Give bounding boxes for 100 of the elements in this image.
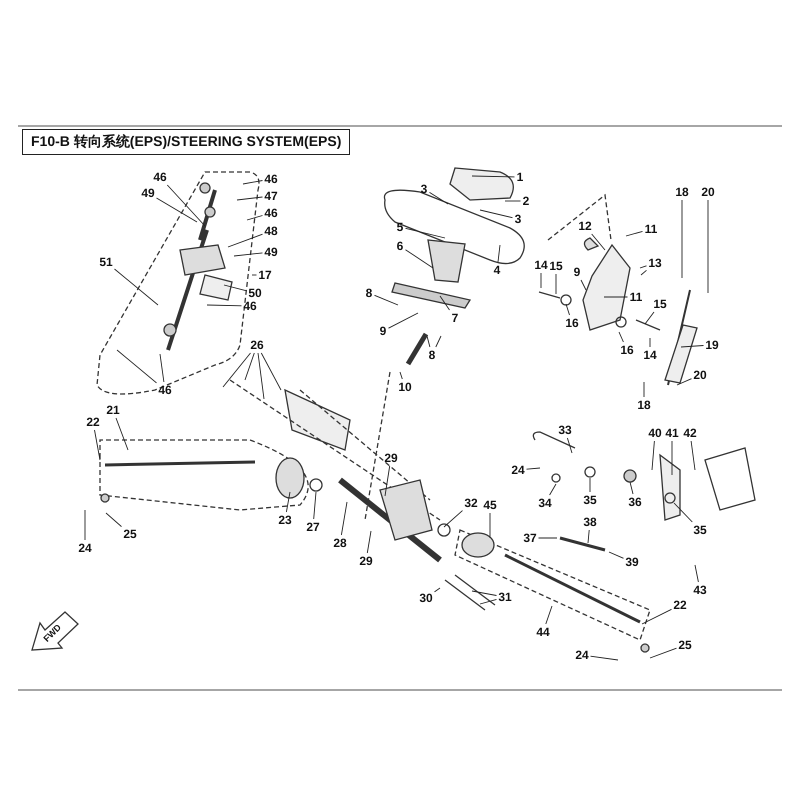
callout-number: 16 bbox=[564, 316, 580, 330]
leader-line bbox=[604, 296, 628, 298]
leader-line bbox=[206, 304, 242, 306]
leader-line bbox=[405, 249, 434, 268]
leader-line bbox=[166, 184, 206, 226]
leader-line bbox=[640, 270, 647, 276]
leader-line bbox=[242, 180, 263, 184]
leader-line bbox=[258, 352, 264, 400]
callout-number: 39 bbox=[624, 555, 640, 569]
leader-line bbox=[234, 252, 263, 256]
leader-line bbox=[400, 372, 403, 380]
callout-number: 46 bbox=[242, 299, 258, 313]
leader-line bbox=[591, 234, 606, 250]
callout-number: 22 bbox=[85, 415, 101, 429]
leader-line bbox=[156, 198, 198, 222]
callout-number: 20 bbox=[700, 185, 716, 199]
leader-line bbox=[642, 608, 672, 624]
leader-line bbox=[626, 230, 643, 236]
leader-line bbox=[588, 530, 590, 544]
leader-line bbox=[630, 482, 634, 494]
callout-number: 1 bbox=[516, 170, 524, 184]
leader-line bbox=[640, 265, 647, 268]
callout-number: 2 bbox=[522, 194, 530, 208]
leader-line bbox=[434, 588, 440, 592]
callout-number: 20 bbox=[692, 368, 708, 382]
callout-number: 43 bbox=[692, 583, 708, 597]
callout-number: 18 bbox=[636, 398, 652, 412]
callout-number: 46 bbox=[152, 170, 168, 184]
callout-number: 36 bbox=[627, 495, 643, 509]
leader-line bbox=[580, 280, 586, 290]
leader-line bbox=[429, 192, 448, 204]
leader-line bbox=[608, 552, 624, 559]
callout-number: 31 bbox=[497, 590, 513, 604]
callout-number: 19 bbox=[704, 338, 720, 352]
leader-line bbox=[444, 510, 463, 528]
leader-line bbox=[480, 210, 513, 218]
leader-line bbox=[435, 336, 442, 348]
callout-number: 9 bbox=[378, 324, 388, 338]
leader-line bbox=[388, 312, 418, 329]
callout-number: 51 bbox=[98, 255, 114, 269]
leader-line bbox=[690, 440, 696, 470]
callout-number: 45 bbox=[482, 498, 498, 512]
callout-number: 47 bbox=[263, 189, 279, 203]
callout-number: 29 bbox=[383, 451, 399, 465]
leader-line bbox=[84, 510, 86, 540]
leader-line bbox=[440, 296, 450, 310]
leader-line bbox=[566, 304, 570, 316]
callout-number: 11 bbox=[644, 222, 658, 236]
callout-number: 40 bbox=[647, 426, 663, 440]
callout-number: 29 bbox=[358, 554, 374, 568]
leader-line bbox=[676, 378, 692, 386]
callout-number: 44 bbox=[535, 625, 551, 639]
callout-number: 15 bbox=[548, 259, 564, 273]
callout-number: 24 bbox=[77, 541, 93, 555]
leader-line bbox=[286, 492, 290, 512]
callout-number: 16 bbox=[619, 343, 635, 357]
leader-line bbox=[244, 352, 255, 380]
leader-line bbox=[116, 350, 157, 384]
leader-line bbox=[405, 228, 446, 238]
leader-line bbox=[114, 268, 158, 306]
callout-number: 18 bbox=[674, 185, 690, 199]
callout-number: 8 bbox=[364, 286, 374, 300]
leader-line bbox=[652, 440, 655, 470]
callout-number: 10 bbox=[397, 380, 413, 394]
leader-line bbox=[426, 336, 430, 348]
leader-line bbox=[160, 354, 164, 382]
leader-line bbox=[260, 352, 282, 390]
callout-number: 49 bbox=[263, 245, 279, 259]
callout-number: 46 bbox=[157, 383, 173, 397]
callout-number: 5 bbox=[396, 220, 404, 234]
callout-number: 41 bbox=[664, 426, 680, 440]
leader-line bbox=[94, 430, 100, 460]
callout-number: 48 bbox=[263, 224, 279, 238]
leader-line bbox=[498, 244, 500, 262]
callout-number: 23 bbox=[277, 513, 293, 527]
callout-number: 7 bbox=[450, 311, 460, 325]
callout-number: 32 bbox=[463, 496, 479, 510]
callout-number: 3 bbox=[420, 182, 428, 196]
callout-number: 46 bbox=[263, 206, 279, 220]
callout-number: 9 bbox=[572, 265, 582, 279]
callout-number: 38 bbox=[582, 515, 598, 529]
callout-number: 25 bbox=[677, 638, 693, 652]
leader-line bbox=[504, 200, 521, 202]
leader-line bbox=[472, 176, 515, 178]
callout-number: 35 bbox=[692, 523, 708, 537]
callout-number: 12 bbox=[577, 219, 593, 233]
callout-number: 22 bbox=[672, 598, 688, 612]
leader-line bbox=[618, 332, 624, 342]
callout-number: 37 bbox=[522, 531, 538, 545]
callout-number: 8 bbox=[428, 348, 436, 362]
callout-number: 21 bbox=[105, 403, 121, 417]
leader-line bbox=[644, 312, 654, 324]
leader-line bbox=[222, 352, 251, 388]
callout-number: 26 bbox=[249, 338, 265, 352]
leader-line bbox=[590, 656, 618, 660]
leader-line bbox=[549, 484, 556, 496]
leader-line bbox=[224, 284, 247, 292]
leader-line bbox=[545, 606, 552, 624]
leader-line bbox=[526, 468, 540, 470]
callout-number: 11 bbox=[628, 290, 644, 304]
